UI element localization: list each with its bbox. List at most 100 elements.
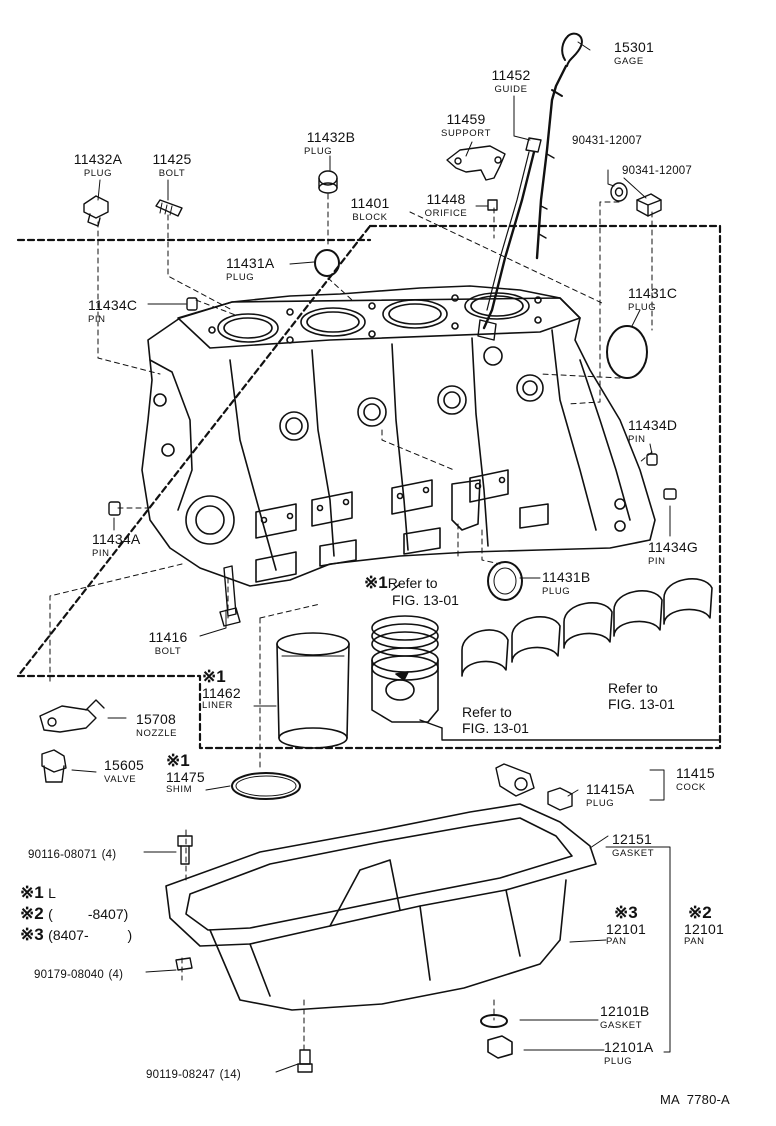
- dashed-leaders: [49, 193, 653, 1051]
- part-number: 11434C: [88, 297, 138, 313]
- part-number: 90116-08071: [28, 849, 98, 861]
- legend-row-1: ※1 L: [20, 884, 132, 902]
- note-mark-1: ※1: [166, 751, 190, 770]
- part-quantity: (14): [219, 1069, 241, 1081]
- label-11459: 11459 SUPPORT: [428, 112, 504, 139]
- part-name: ORIFICE: [424, 208, 468, 219]
- legend-text-2: ( -8407): [48, 906, 129, 922]
- part-number: 90431-12007: [572, 135, 642, 147]
- note-mark-2: ※2: [20, 904, 44, 923]
- label-11452: 11452 GUIDE: [480, 68, 542, 95]
- label-11415A: 11415A PLUG: [586, 782, 634, 809]
- label-12151: 12151 GASKET: [612, 832, 654, 859]
- part-quantity: (4): [101, 849, 117, 861]
- washer-90431: [610, 182, 628, 202]
- note-mark-3: ※3: [614, 903, 638, 922]
- part-number: 11448: [426, 191, 466, 207]
- piston-reference-top: ※1Refer to FIG. 13-01: [364, 574, 459, 608]
- part-number: 15708: [136, 711, 176, 727]
- label-11434A: 11434A PIN: [92, 532, 140, 559]
- label-15708: 15708 NOZZLE: [136, 712, 177, 739]
- label-11434G: 11434G PIN: [648, 540, 698, 567]
- label-11431B: 11431B PLUG: [542, 570, 590, 597]
- pin-11434D: [646, 453, 658, 466]
- label-90341: 90341-12007: [622, 162, 692, 178]
- bolt-11425: [155, 199, 183, 217]
- label-11401: 11401 BLOCK: [342, 196, 398, 223]
- part-name: PLUG: [226, 272, 255, 283]
- part-number: 11452: [491, 67, 531, 83]
- part-number: 11416: [148, 629, 188, 645]
- plug-11431B-shape: [487, 561, 523, 601]
- check-valve: [41, 749, 67, 783]
- legend-row-2: ※2 ( -8407): [20, 905, 132, 923]
- note-mark-1: ※1: [20, 883, 44, 902]
- part-number: 11434G: [648, 539, 698, 555]
- part-name: PIN: [628, 434, 646, 445]
- label-11416: 11416 BOLT: [136, 630, 200, 657]
- label-90119: 90119-08247 (14): [146, 1066, 241, 1082]
- part-number: 11459: [446, 111, 486, 127]
- part-number: 11415: [676, 765, 715, 781]
- label-11448: 11448 ORIFICE: [416, 192, 476, 219]
- pin-11434G: [663, 488, 677, 500]
- label-11415: 11415 COCK: [676, 766, 715, 793]
- part-number: 90179-08040: [34, 969, 104, 981]
- note-mark-1: ※1: [364, 573, 388, 592]
- part-name: GASKET: [612, 848, 655, 859]
- pin-11434C: [186, 297, 198, 311]
- label-12101: ※3 12101 PAN: [606, 904, 646, 947]
- note-mark-1: ※1: [202, 667, 226, 686]
- applicability-legend: ※1 L ※2 ( -8407) ※3 (8407- ): [20, 884, 132, 944]
- cylinder-block: [141, 285, 656, 587]
- plug-90341: [636, 193, 662, 217]
- oil-nozzle: [39, 699, 105, 733]
- part-number: 12101B: [600, 1003, 650, 1019]
- note-mark-2: ※2: [688, 903, 712, 922]
- part-name: PLUG: [542, 586, 571, 597]
- part-name: VALVE: [104, 774, 137, 785]
- part-name: PLUG: [604, 1056, 633, 1067]
- part-name: GUIDE: [494, 84, 528, 95]
- part-number: 11434D: [628, 417, 678, 433]
- part-name: BLOCK: [352, 212, 388, 223]
- bolt-90119: [297, 1049, 313, 1073]
- reference-figure: FIG. 13-01: [392, 592, 459, 608]
- bolt-90179: [175, 957, 193, 971]
- part-number: 15301: [614, 39, 654, 55]
- legend-text-1: L: [48, 885, 56, 901]
- label-11434C: 11434C PIN: [88, 298, 137, 325]
- part-number: 11462: [202, 685, 241, 701]
- label-11425: 11425 BOLT: [144, 152, 200, 179]
- part-number: 11434A: [92, 531, 141, 547]
- part-number: 11432A: [73, 151, 123, 167]
- oil-guide-tube: [477, 137, 542, 341]
- part-number: 11431A: [226, 255, 275, 271]
- label-90431: 90431-12007: [572, 132, 642, 148]
- part-number: 90341-12007: [622, 165, 692, 177]
- dipstick-gage: [535, 32, 583, 260]
- shim-ring: [231, 772, 301, 800]
- cock-plug: [547, 787, 573, 811]
- bearing-reference: Refer to FIG. 13-01: [608, 680, 675, 712]
- label-15301: 15301 GAGE: [614, 40, 654, 67]
- label-12101A: 12101A PLUG: [604, 1040, 653, 1067]
- legend-row-3: ※3 (8407- ): [20, 926, 132, 944]
- plug-11431A: [314, 249, 340, 277]
- cylinder-liner: [276, 632, 350, 749]
- guide-support: [446, 145, 506, 181]
- part-number: 90119-08247: [146, 1069, 216, 1081]
- bolt-90116: [177, 835, 193, 865]
- label-11432A: 11432A PLUG: [66, 152, 130, 179]
- part-name: PIN: [88, 314, 106, 325]
- bolt-11416: [219, 565, 241, 627]
- part-name: COCK: [676, 782, 706, 793]
- oil-pan: [165, 803, 597, 1059]
- part-name: PAN: [684, 936, 705, 947]
- label-11431C: 11431C PLUG: [628, 286, 677, 313]
- part-name: SHIM: [166, 784, 193, 795]
- part-name: GASKET: [600, 1020, 643, 1031]
- part-name: PLUG: [304, 146, 333, 157]
- piston: [371, 615, 439, 723]
